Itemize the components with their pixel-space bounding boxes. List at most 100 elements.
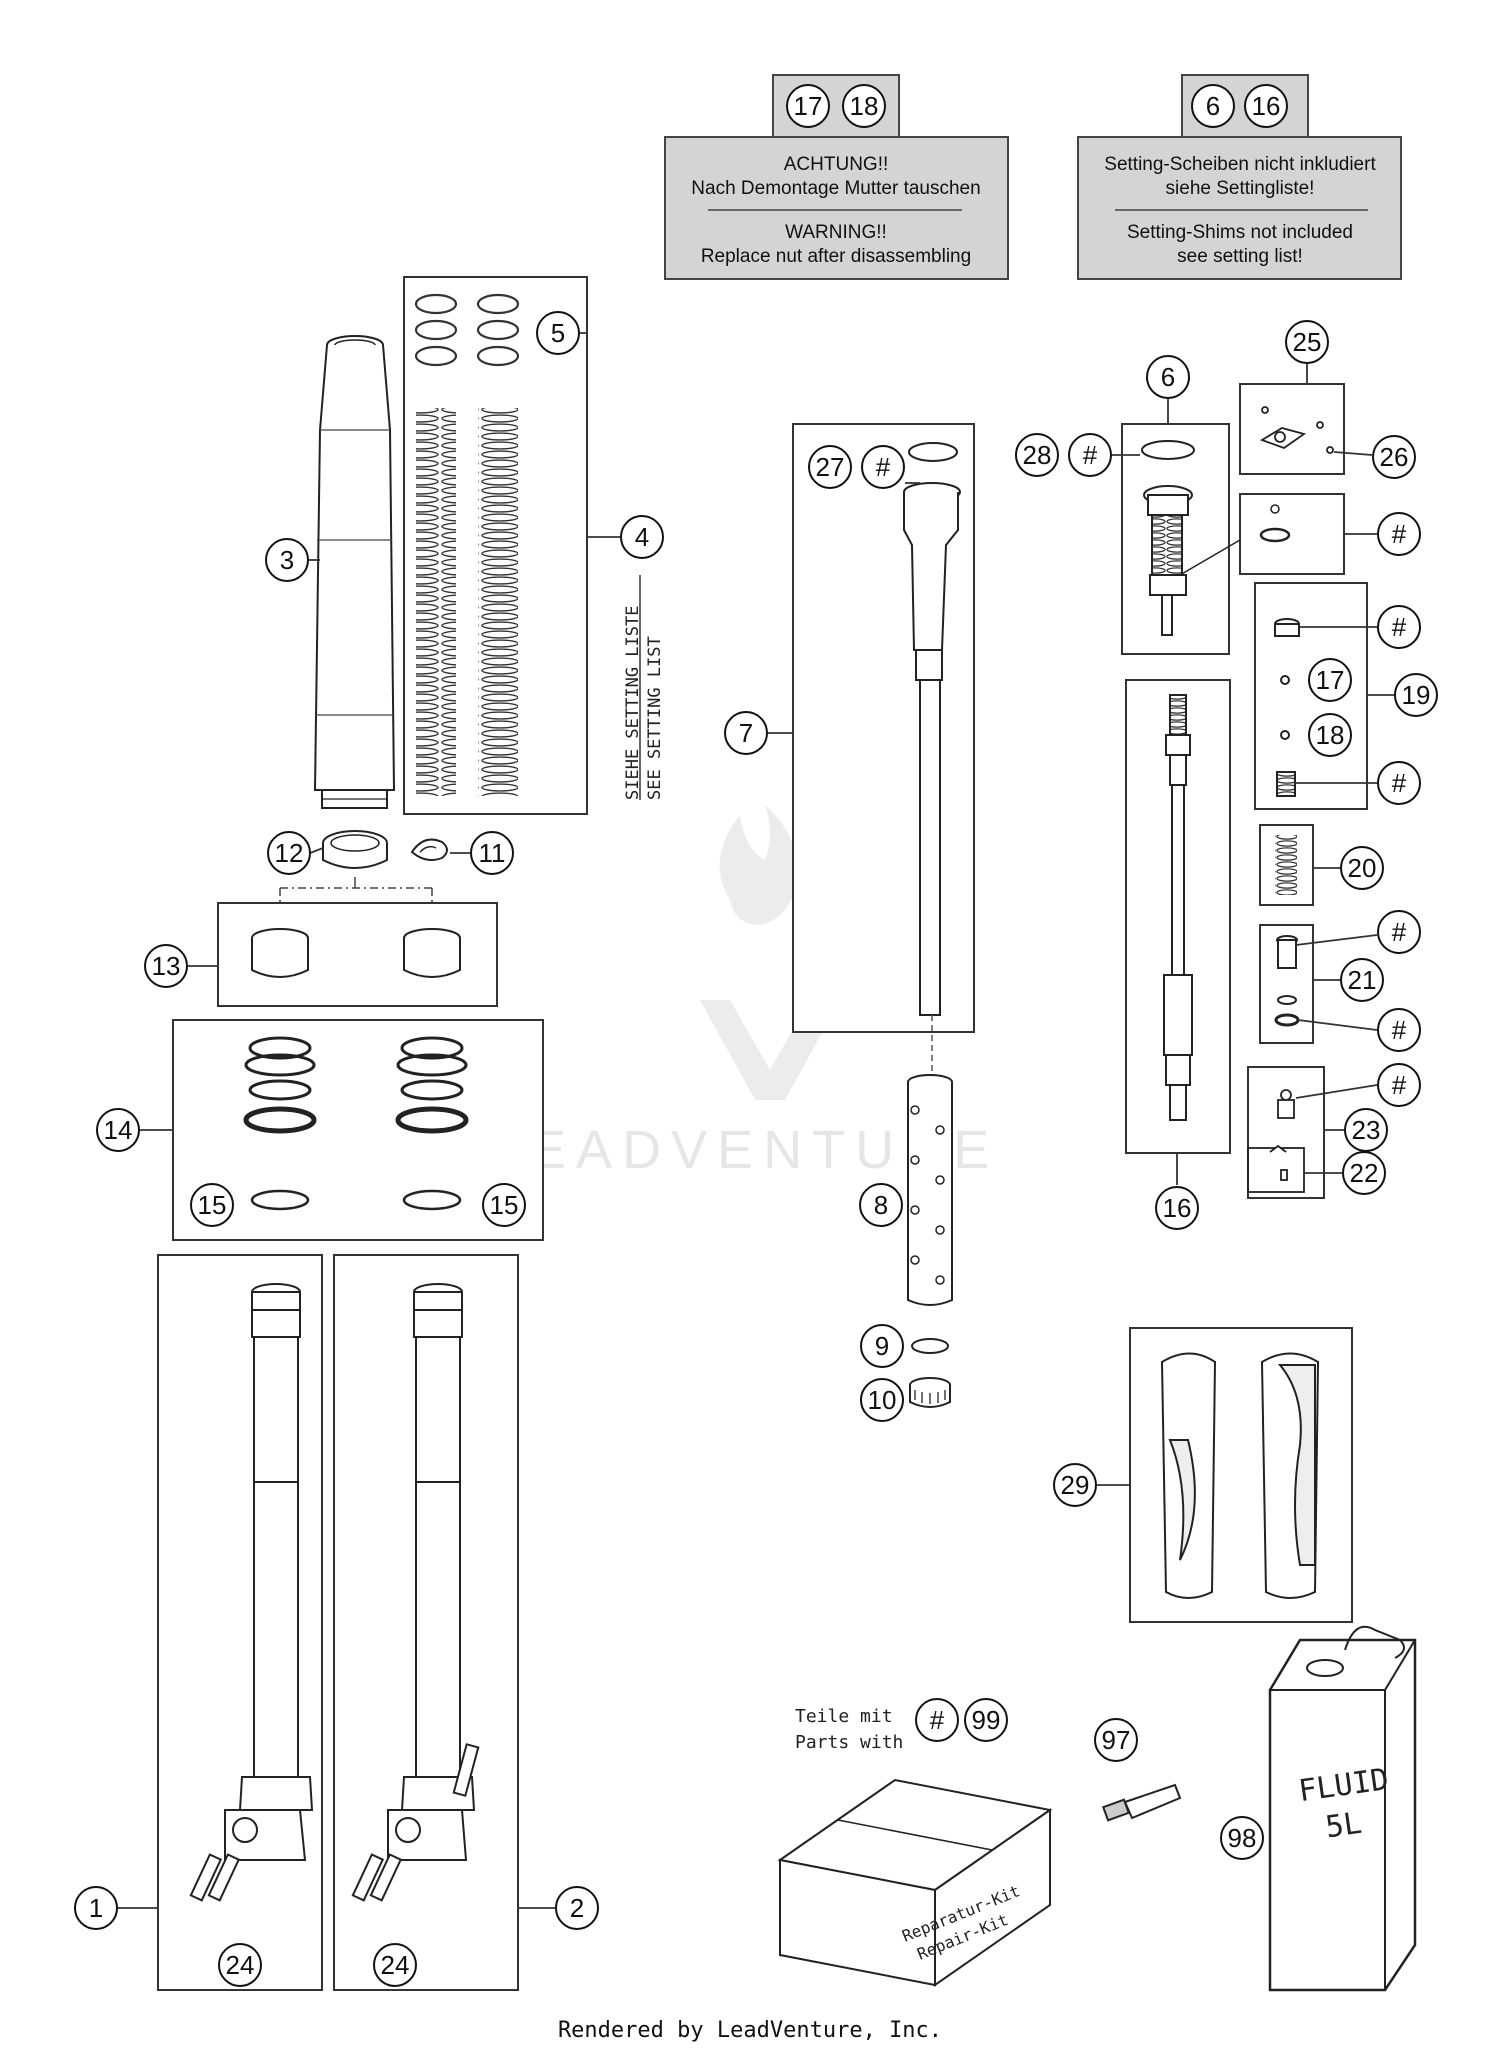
spring-kit-box (403, 276, 588, 815)
svg-text:#: # (1083, 440, 1098, 470)
callout-98[interactable]: 98 (1220, 1816, 1264, 1860)
leader-lines (118, 332, 1394, 1909)
svg-text:#: # (930, 1705, 945, 1735)
svg-text:#: # (1392, 612, 1407, 642)
valve-box-22-23 (1247, 1066, 1325, 1199)
note-line: siehe Settingliste! (1166, 178, 1315, 199)
callout-2[interactable]: 2 (555, 1886, 599, 1930)
callout-hash-19-top[interactable]: # (1377, 605, 1421, 649)
callout-12[interactable]: 12 (267, 831, 311, 875)
callout-hash-21-bottom[interactable]: # (1377, 1008, 1421, 1052)
repair-kit: Reparatur-Kit Repair-Kit (777, 1778, 1053, 1987)
callout-29[interactable]: 29 (1053, 1463, 1097, 1507)
fork-guards-box (1129, 1327, 1353, 1623)
damper-rod-box (1125, 679, 1231, 1154)
svg-text:25: 25 (1293, 327, 1322, 357)
svg-text:16: 16 (1252, 91, 1281, 121)
callout-25[interactable]: 25 (1285, 320, 1329, 364)
callout-1[interactable]: 1 (74, 1886, 118, 1930)
bushings-box (217, 877, 498, 1007)
note-line: Nach Demontage Mutter tauschen (691, 178, 980, 199)
callout-21[interactable]: 21 (1340, 958, 1384, 1002)
fork-spring-right (478, 408, 518, 796)
svg-text:26: 26 (1380, 442, 1409, 472)
svg-text:28: 28 (1023, 440, 1052, 470)
svg-text:#: # (1392, 1070, 1407, 1100)
callout-hash-23[interactable]: # (1377, 1063, 1421, 1107)
svg-text:18: 18 (1316, 720, 1345, 750)
svg-text:24: 24 (381, 1950, 410, 1980)
callout-23[interactable]: 23 (1344, 1108, 1388, 1152)
callout-24-left[interactable]: 24 (218, 1943, 262, 1987)
callout-hash-19-bottom[interactable]: # (1377, 761, 1421, 805)
svg-text:#: # (1392, 917, 1407, 947)
callout-9[interactable]: 9 (860, 1324, 904, 1368)
note-line: WARNING!! (785, 222, 887, 243)
callout-24-right[interactable]: 24 (373, 1943, 417, 1987)
callout-13[interactable]: 13 (144, 944, 188, 988)
callout-hash-shims[interactable]: # (1377, 512, 1421, 556)
callout-hash-21-top[interactable]: # (1377, 910, 1421, 954)
svg-text:17: 17 (1316, 665, 1345, 695)
svg-text:97: 97 (1102, 1725, 1131, 1755)
note-ref-16[interactable]: 16 (1244, 84, 1288, 128)
fluid-can: FLUID 5L (1268, 1625, 1417, 1992)
callout-27[interactable]: 27 (808, 445, 852, 489)
fork-leg-right-box (333, 1254, 519, 1991)
svg-text:20: 20 (1348, 853, 1377, 883)
callout-hash-27[interactable]: # (861, 445, 905, 489)
svg-text:6: 6 (1206, 91, 1220, 121)
svg-text:#: # (1392, 1015, 1407, 1045)
o-ring-9 (911, 1338, 949, 1354)
footer-credit: Rendered by LeadVenture, Inc. (557, 2018, 943, 2043)
callout-15-left[interactable]: 15 (190, 1183, 234, 1227)
svg-text:98: 98 (1228, 1823, 1257, 1853)
callout-6[interactable]: 6 (1146, 355, 1190, 399)
svg-text:1: 1 (89, 1893, 103, 1923)
note-nut-warning: 17 18 ACHTUNG!! Nach Demontage Mutter ta… (664, 74, 1009, 280)
seals-box (172, 1019, 544, 1241)
callout-10[interactable]: 10 (860, 1378, 904, 1422)
svg-text:24: 24 (226, 1950, 255, 1980)
callout-16[interactable]: 16 (1155, 1186, 1199, 1230)
callout-28[interactable]: 28 (1015, 433, 1059, 477)
damper-box (1121, 423, 1230, 655)
svg-text:14: 14 (104, 1115, 133, 1145)
svg-text:29: 29 (1061, 1470, 1090, 1500)
svg-text:15: 15 (198, 1190, 227, 1220)
callout-hash-28[interactable]: # (1068, 433, 1112, 477)
svg-text:9: 9 (875, 1331, 889, 1361)
callout-hash-99[interactable]: # (915, 1698, 959, 1742)
note-line: Setting-Scheiben nicht inkludiert (1104, 154, 1376, 175)
callout-5[interactable]: 5 (536, 311, 580, 355)
callout-4[interactable]: 4 (620, 515, 664, 559)
watermark-text: LEADVENTURE (490, 1120, 999, 1180)
svg-text:13: 13 (152, 951, 181, 981)
callout-17[interactable]: 17 (1308, 658, 1352, 702)
note-ref-17[interactable]: 17 (786, 84, 830, 128)
callout-18[interactable]: 18 (1308, 713, 1352, 757)
callout-19[interactable]: 19 (1394, 673, 1438, 717)
setting-list-note: SIEHE SETTING LISTE SEE SETTING LIST (623, 575, 665, 800)
svg-text:18: 18 (850, 91, 879, 121)
callout-26[interactable]: 26 (1372, 435, 1416, 479)
svg-text:12: 12 (275, 838, 304, 868)
callout-15-right[interactable]: 15 (482, 1183, 526, 1227)
svg-text:#: # (1392, 519, 1407, 549)
callout-3[interactable]: 3 (265, 538, 309, 582)
note-line: ACHTUNG!! (784, 154, 889, 175)
callout-97[interactable]: 97 (1094, 1718, 1138, 1762)
svg-text:15: 15 (490, 1190, 519, 1220)
callout-7[interactable]: 7 (724, 711, 768, 755)
callout-20[interactable]: 20 (1340, 846, 1384, 890)
callout-8[interactable]: 8 (859, 1183, 903, 1227)
note-ref-18[interactable]: 18 (842, 84, 886, 128)
callout-11[interactable]: 11 (470, 831, 514, 875)
note-ref-6[interactable]: 6 (1191, 84, 1235, 128)
callout-22[interactable]: 22 (1342, 1151, 1386, 1195)
callout-14[interactable]: 14 (96, 1108, 140, 1152)
callout-99[interactable]: 99 (964, 1698, 1008, 1742)
svg-text:27: 27 (816, 452, 845, 482)
svg-text:23: 23 (1352, 1115, 1381, 1145)
